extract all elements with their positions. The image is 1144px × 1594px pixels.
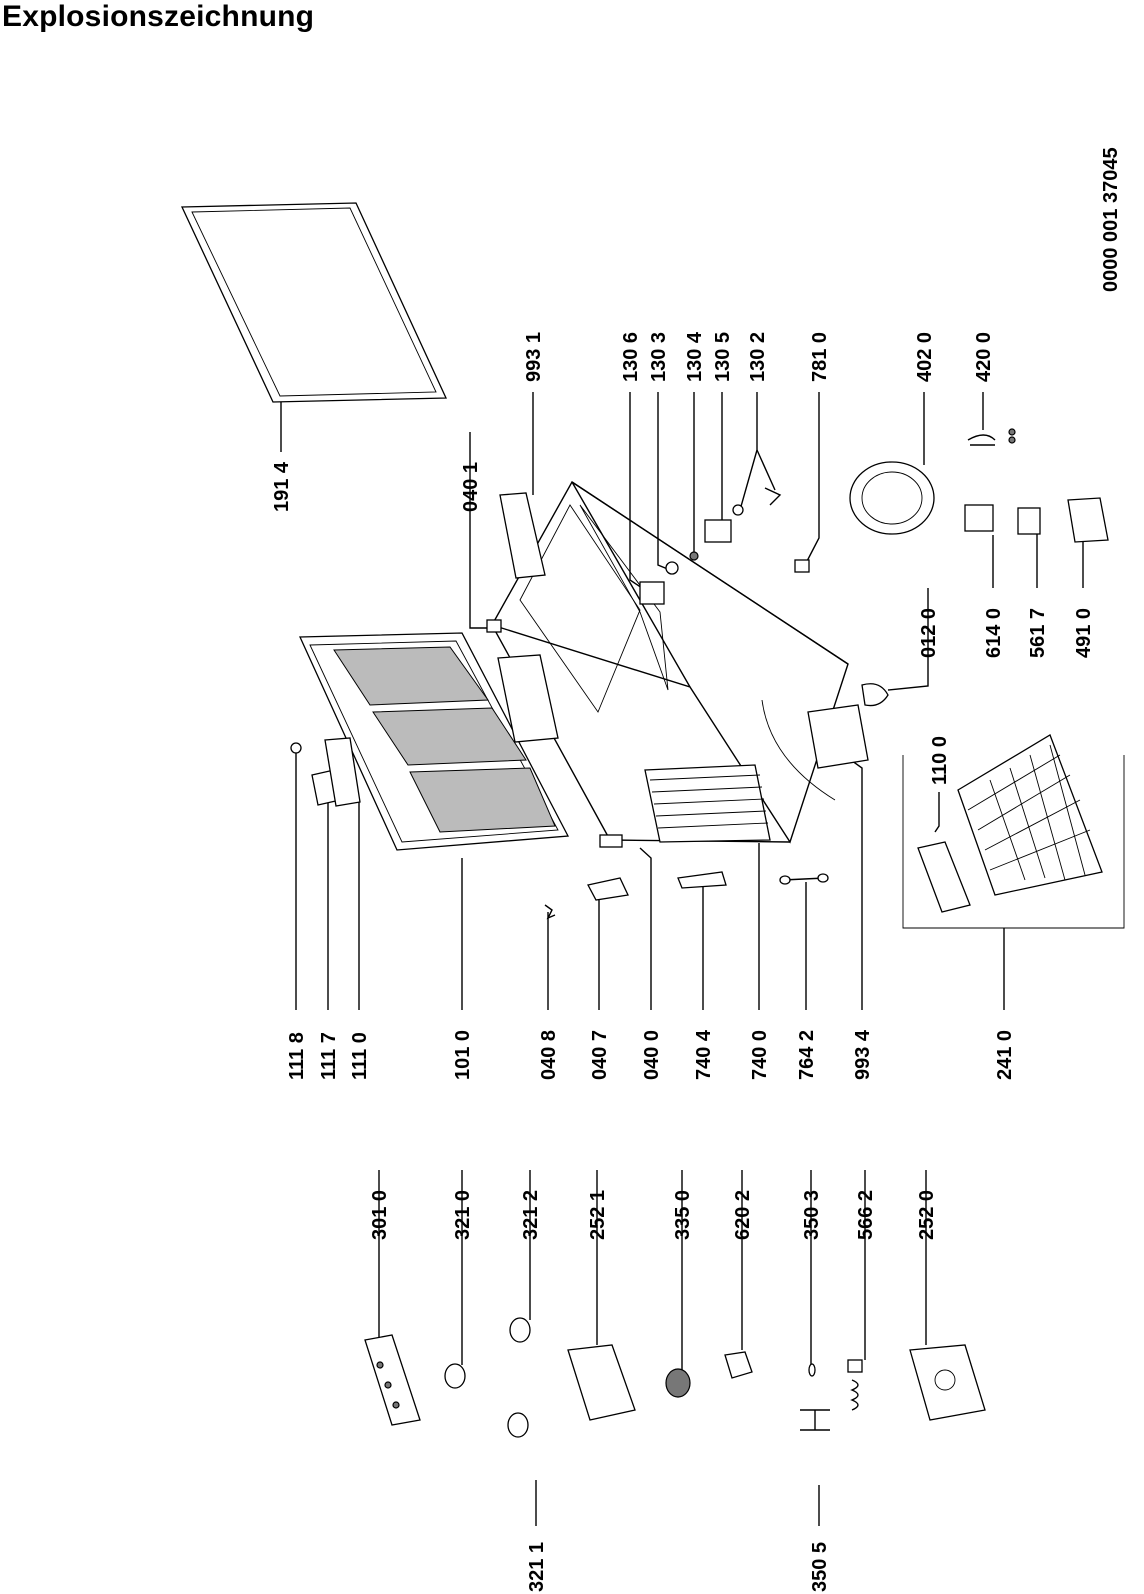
label-420-0: 420 0 [973, 332, 995, 382]
label-040-0: 040 0 [641, 1030, 663, 1080]
label-241-0: 241 0 [994, 1030, 1016, 1080]
label-321-0: 321 0 [452, 1190, 474, 1240]
cap-111-8 [290, 742, 302, 754]
thermostat-335-0 [665, 1368, 691, 1398]
doc-number: 0000 001 37045 [1100, 147, 1122, 292]
label-561-7: 561 7 [1027, 608, 1049, 658]
control-panel-301-0 [364, 1334, 421, 1426]
label-130-6: 130 6 [620, 332, 642, 382]
cover-491-0 [1067, 497, 1109, 543]
basket-handle-110-0 [917, 841, 971, 913]
label-012-0: 012 0 [918, 608, 940, 658]
label-740-4: 740 4 [693, 1029, 715, 1080]
lid-hinge-111-0 [324, 737, 361, 807]
label-191-4: 191 4 [271, 461, 293, 512]
spring-566-2 [850, 1379, 859, 1411]
label-614-0: 614 0 [983, 608, 1005, 658]
label-130-2: 130 2 [747, 332, 769, 382]
label-130-5: 130 5 [712, 332, 734, 382]
label-111-8: 111 8 [286, 1032, 308, 1080]
page-title: Explosionszeichnung [2, 0, 315, 33]
lid-101-0 [299, 632, 570, 851]
freezer-cabinet [486, 481, 889, 848]
label-252-1: 252 1 [587, 1190, 609, 1240]
part-labels: 321 1 350 5 301 0 321 0 321 2 252 1 335 … [271, 147, 1122, 1592]
leader-lines [280, 392, 1125, 1526]
label-740-0: 740 0 [749, 1030, 771, 1080]
label-491-0: 491 0 [1073, 608, 1095, 658]
label-993-1: 993 1 [523, 332, 545, 382]
label-321-2: 321 2 [520, 1190, 542, 1240]
label-040-8: 040 8 [538, 1030, 560, 1080]
gasket-191-4 [180, 202, 448, 403]
compressor-402-0 [849, 461, 935, 535]
knob-321-0 [444, 1363, 466, 1389]
label-993-4: 993 4 [852, 1029, 874, 1080]
label-335-0: 335 0 [672, 1190, 694, 1240]
lamp-housing-252-0 [909, 1344, 986, 1421]
knob-321-2 [509, 1317, 531, 1343]
capacitor-420-0 [967, 434, 996, 446]
label-110-0: 110 0 [929, 736, 951, 785]
part-620-2 [724, 1351, 753, 1379]
pin-350-3 [808, 1363, 816, 1377]
label-402-0: 402 0 [914, 332, 936, 382]
spare-parts-left [364, 1317, 986, 1438]
label-321-1: 321 1 [526, 1542, 548, 1592]
relay-614-0 [964, 504, 994, 532]
label-130-4: 130 4 [684, 331, 706, 382]
label-764-2: 764 2 [796, 1030, 818, 1080]
thermostat-housing-252-1 [567, 1344, 636, 1421]
part-740-4 [677, 871, 727, 889]
label-252-0: 252 0 [916, 1190, 938, 1240]
label-350-5: 350 5 [809, 1542, 831, 1592]
label-620-2: 620 2 [732, 1190, 754, 1240]
label-111-7: 111 7 [318, 1032, 340, 1080]
label-111-0: 111 0 [349, 1032, 371, 1080]
label-350-3: 350 3 [801, 1190, 823, 1240]
basket-241-0 [917, 734, 1103, 913]
label-566-2: 566 2 [855, 1190, 877, 1240]
label-040-1: 040 1 [460, 462, 482, 512]
label-781-0: 781 0 [809, 332, 831, 382]
label-101-0: 101 0 [452, 1030, 474, 1080]
label-040-7: 040 7 [589, 1030, 611, 1080]
label-301-0: 301 0 [369, 1190, 391, 1240]
label-130-3: 130 3 [648, 332, 670, 382]
hinge-040-7 [587, 877, 629, 901]
part-561-7 [1017, 507, 1041, 535]
knob-321-1 [507, 1412, 529, 1438]
mid-small-parts [544, 871, 829, 920]
part-040-8 [544, 904, 556, 920]
